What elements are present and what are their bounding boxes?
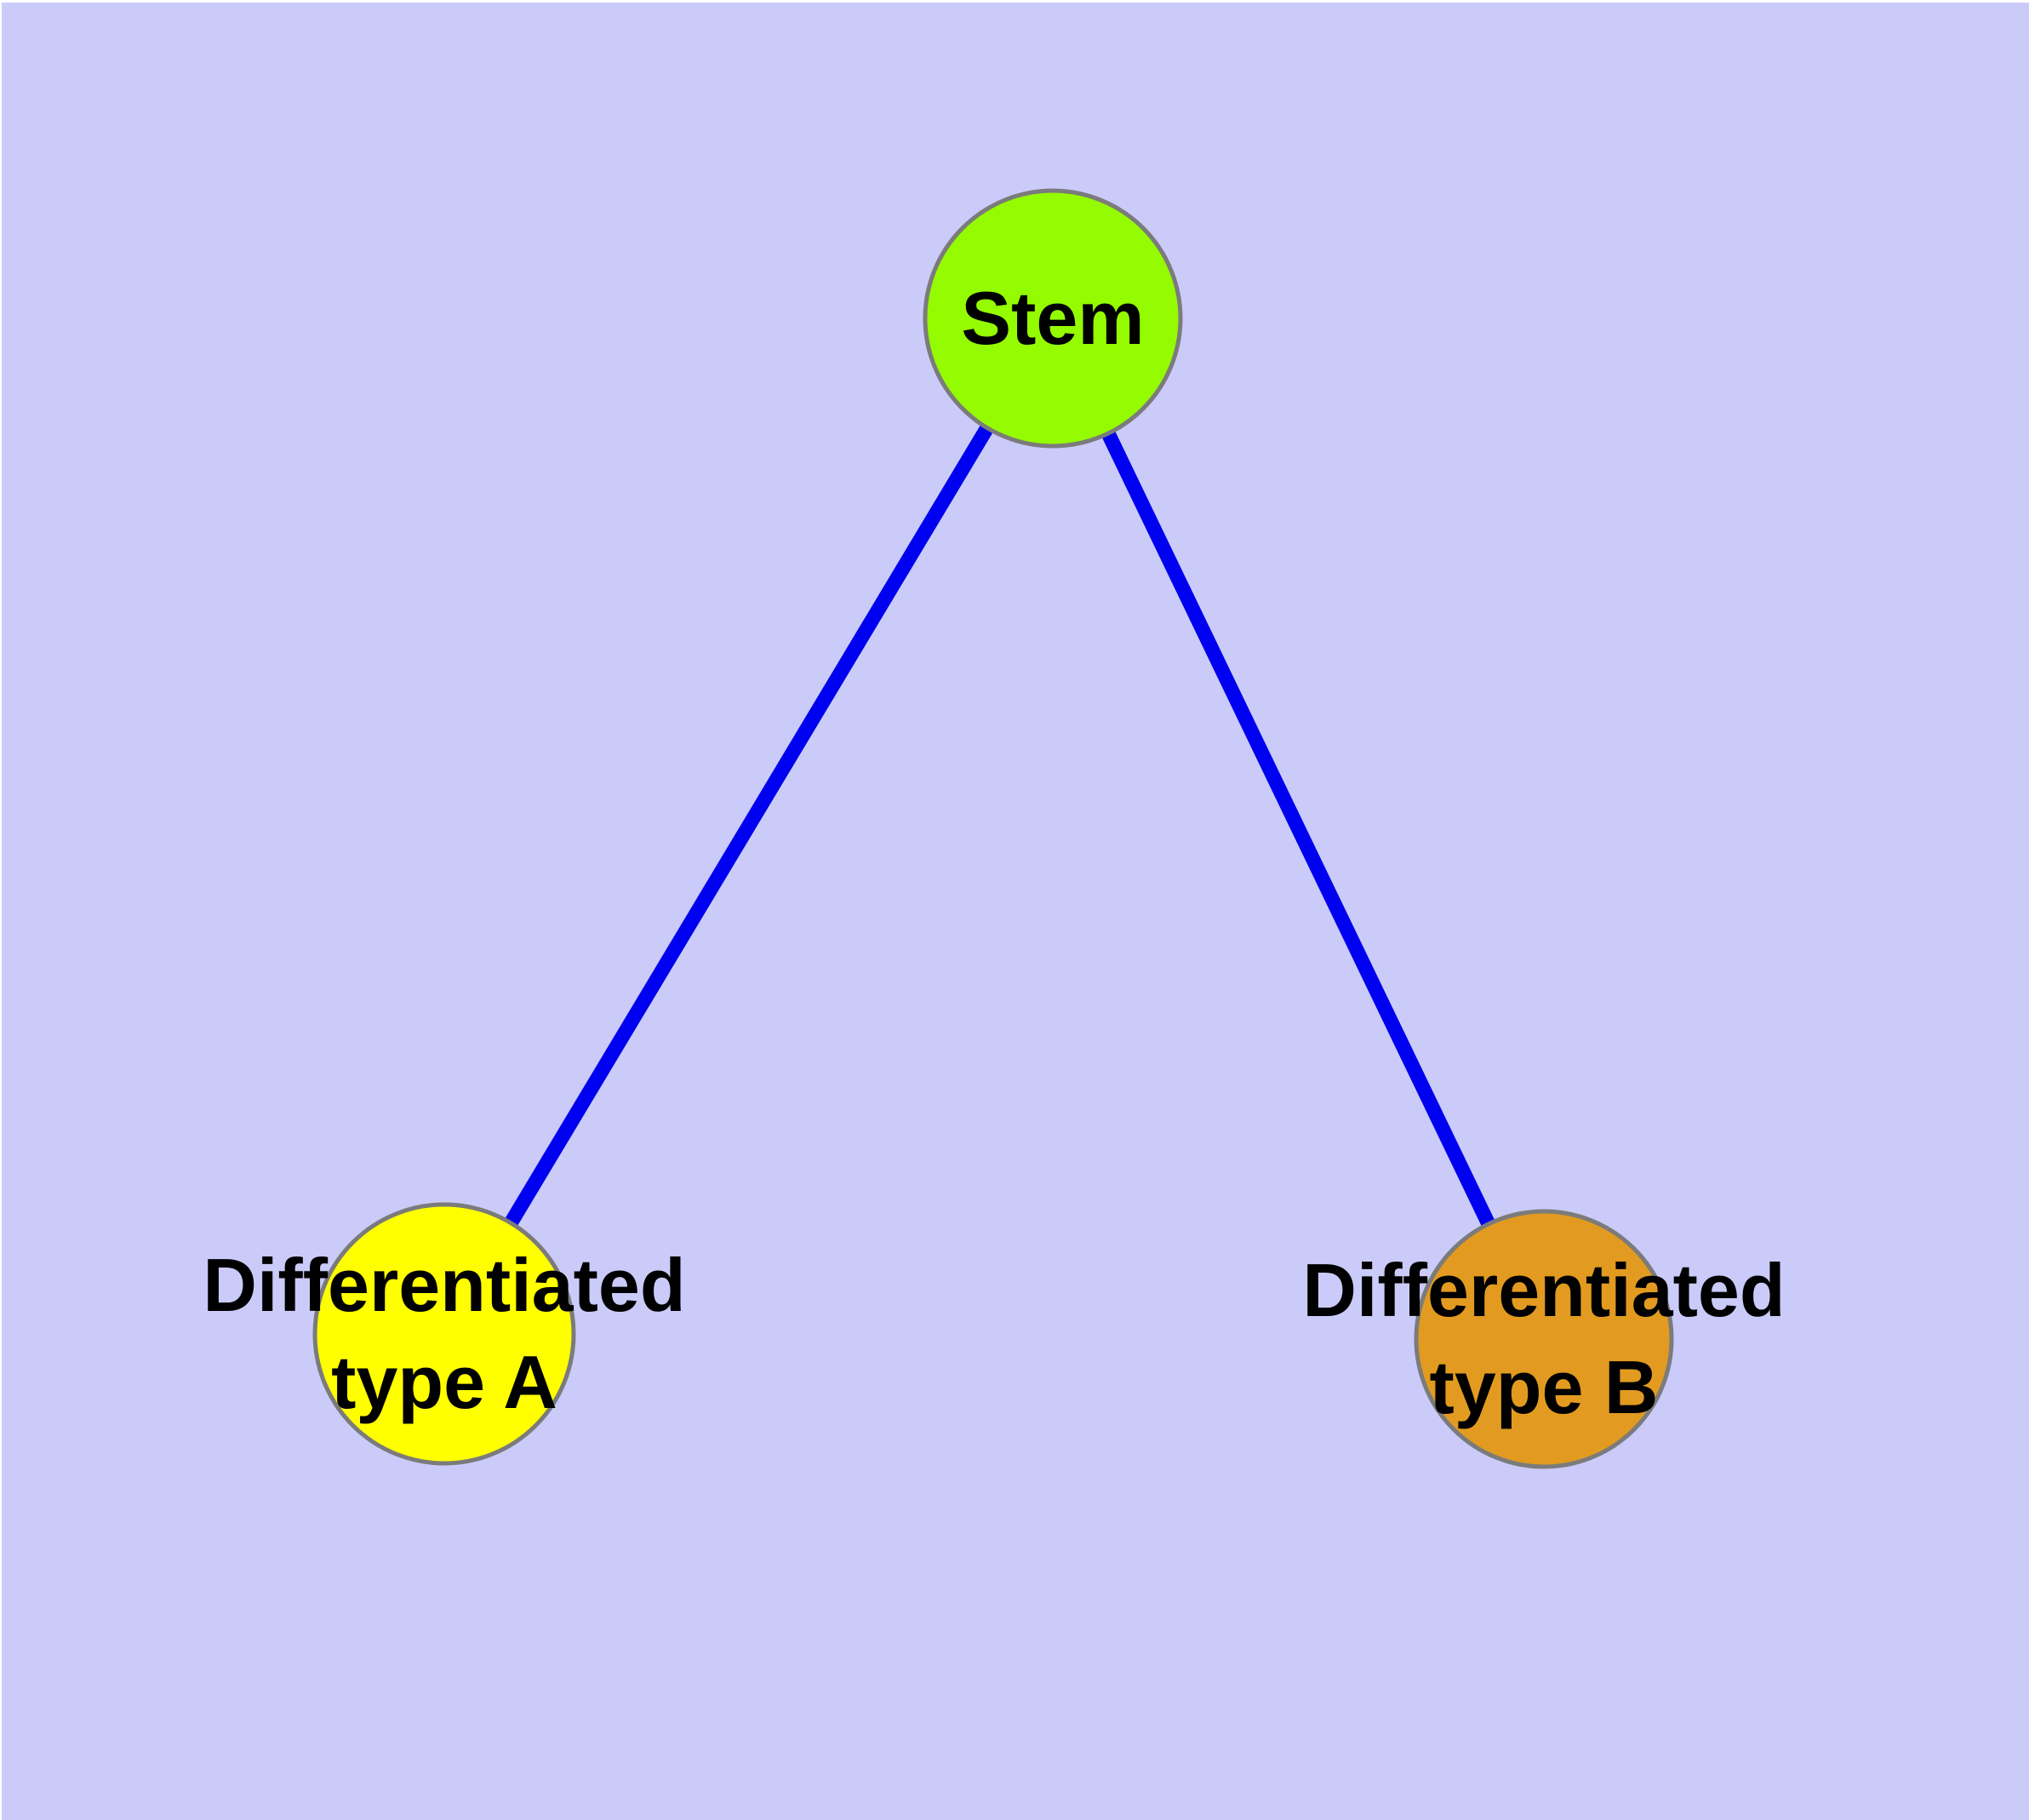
node-type-b-label-line2: type B bbox=[1429, 1345, 1659, 1429]
node-type-b-label-line1: Differentiated bbox=[1302, 1248, 1786, 1332]
node-stem-label-text: Stem bbox=[961, 276, 1145, 360]
node-type-a-label-line2: type A bbox=[331, 1340, 557, 1424]
node-type-a-circle bbox=[312, 1202, 576, 1466]
node-type-a-label: Differentiated type A bbox=[203, 1237, 685, 1431]
node-type-b-label: Differentiated type B bbox=[1302, 1242, 1785, 1436]
edge-stem-to-type-a bbox=[437, 314, 1060, 1338]
node-stem-label: Stem bbox=[961, 270, 1144, 367]
diagram-canvas: Stem Differentiated type A Differentiate… bbox=[2, 3, 2029, 1820]
node-type-b-circle bbox=[1414, 1209, 1674, 1469]
node-stem-circle bbox=[923, 188, 1183, 449]
edge-stem-to-type-b bbox=[1046, 315, 1551, 1342]
graph-svg bbox=[312, 188, 1674, 1469]
node-type-a-label-line1: Differentiated bbox=[203, 1243, 686, 1327]
